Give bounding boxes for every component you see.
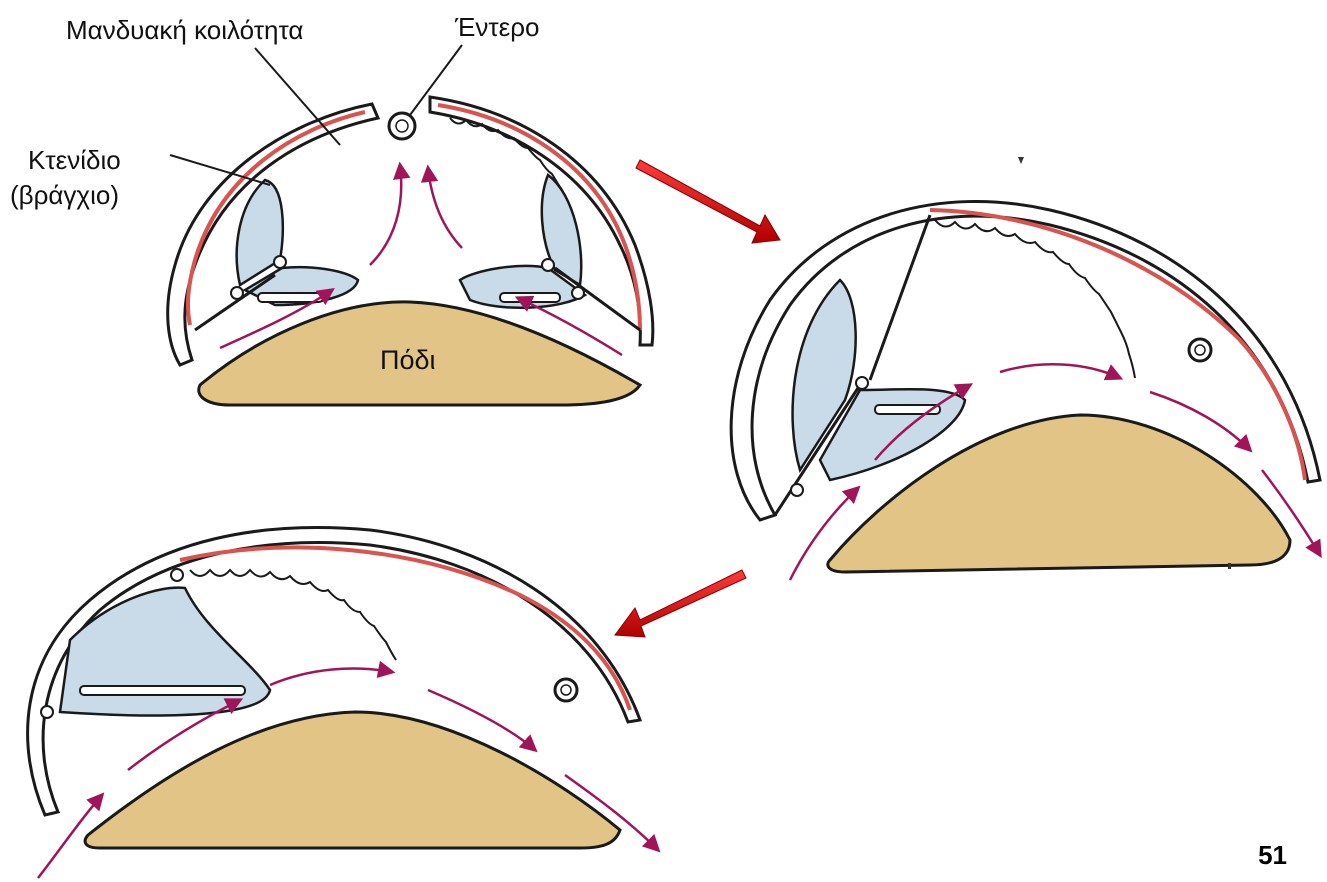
page-number: 51 [1258,840,1287,871]
diagram-bottom-section [28,528,658,878]
label-mantle-cavity: Μανδυακή κοιλότητα [66,15,303,45]
sequence-arrow-2 [615,570,746,637]
label-intestine: Έντερο [455,12,540,42]
label-foot: Πόδι [380,345,436,375]
label-gill: (βράγχιο) [10,180,119,210]
gill-left-upper [237,180,283,285]
sequence-arrow-1 [636,160,780,243]
label-ctenidium: Κτενίδιο [28,145,121,175]
diagram-side-section [731,201,1320,580]
